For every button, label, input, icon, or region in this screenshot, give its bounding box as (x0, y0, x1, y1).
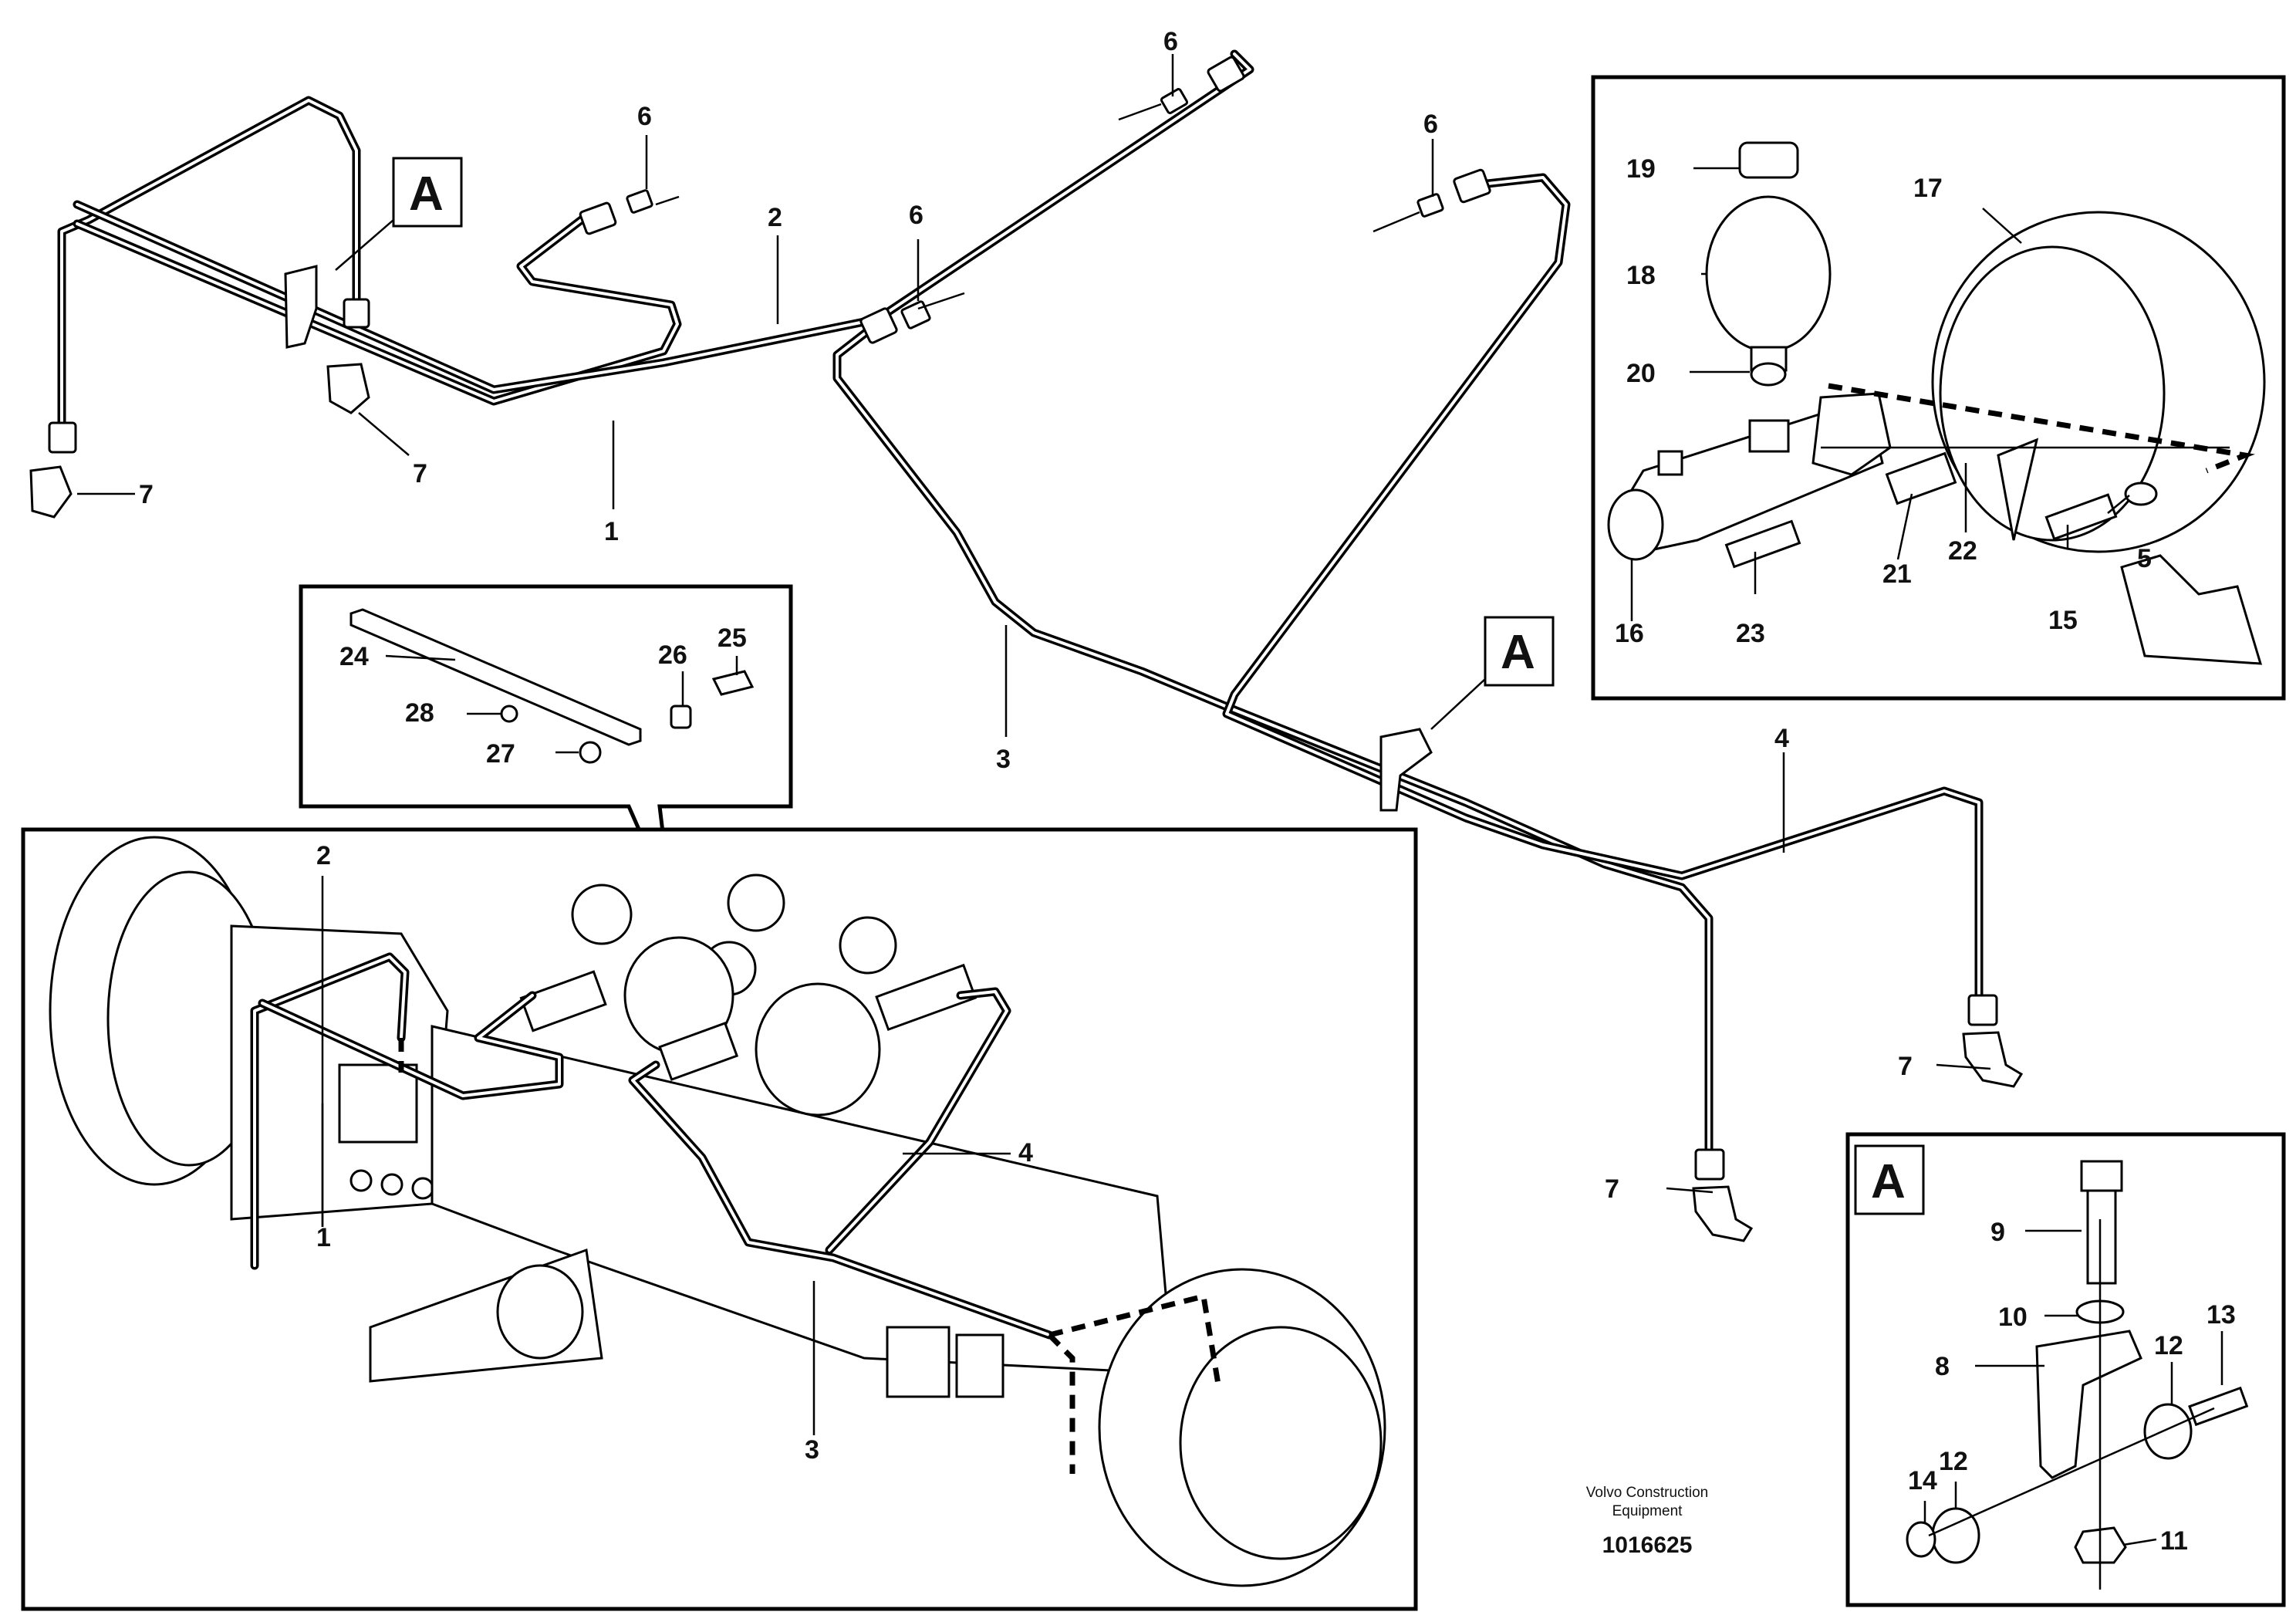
callout-12: 12 (2154, 1331, 2183, 1360)
svg-text:A: A (1501, 626, 1535, 679)
callout-19: 19 (1626, 154, 1656, 184)
brake-pipe-2 (73, 200, 876, 394)
pipe-clip (284, 265, 318, 349)
brake-pipe-3 (832, 323, 1714, 1162)
elbow-union (1692, 1031, 2024, 1242)
pipe-fitting-loose (655, 103, 1420, 310)
callout-13: 13 (2207, 1300, 2236, 1330)
callout-6: 6 (1163, 27, 1178, 56)
brake-pipe-1 (57, 96, 682, 437)
credit-line-1: Volvo Construction (1586, 1485, 1708, 1501)
pipe-fitting (859, 56, 1998, 1181)
document-number: 1016625 (1602, 1532, 1693, 1558)
brake-pipe-upper-right (883, 49, 1984, 1008)
callout-4: 4 (1774, 724, 1789, 753)
svg-text:A: A (409, 167, 444, 221)
pipe-fitting (48, 189, 653, 454)
callout-leaders (77, 54, 2223, 1546)
callout-24: 24 (339, 642, 369, 671)
callout-3: 3 (996, 745, 1011, 774)
callout-2: 2 (768, 203, 782, 232)
svg-text:A: A (1871, 1155, 1906, 1208)
pipe-clip (1379, 728, 1433, 812)
callout-7: 7 (1605, 1174, 1619, 1204)
callout-28: 28 (405, 698, 434, 728)
callout-18: 18 (1626, 261, 1656, 290)
callout-15: 15 (2048, 606, 2078, 635)
callout-21: 21 (1882, 559, 1912, 589)
callout-6: 6 (1423, 110, 1438, 139)
callout-7: 7 (413, 459, 427, 488)
callout-17: 17 (1913, 174, 1943, 203)
detail-box-master-cylinder (1591, 75, 2286, 701)
callout-7: 7 (139, 480, 154, 509)
callout-27: 27 (486, 739, 515, 769)
callout-6: 6 (637, 102, 652, 131)
callout-6: 6 (909, 201, 923, 230)
callout-numbers: 1 2 3 4 6 6 6 6 7 7 7 7 1 2 4 3 24 25 26… (139, 27, 2236, 1556)
callout-3: 3 (805, 1435, 819, 1465)
callout-5: 5 (2137, 544, 2152, 573)
credit-line-2: Equipment (1612, 1503, 1683, 1519)
publisher-credit: Volvo Construction Equipment 1016625 (1586, 1485, 1708, 1558)
callout-4: 4 (1018, 1138, 1033, 1168)
callout-2: 2 (316, 841, 331, 870)
callout-26: 26 (658, 640, 687, 670)
callout-14: 14 (1908, 1466, 1937, 1495)
callout-7: 7 (1898, 1052, 1913, 1081)
callout-23: 23 (1736, 619, 1765, 648)
detail-marker-a: A (335, 157, 463, 271)
callout-8: 8 (1935, 1352, 1950, 1381)
callout-9: 9 (1990, 1218, 2005, 1247)
axle-assembly-view (21, 827, 1418, 1611)
callout-16: 16 (1615, 619, 1644, 648)
callout-12: 12 (1939, 1447, 1968, 1476)
detail-box-clip-a: A (1845, 1132, 2286, 1607)
callout-1: 1 (604, 517, 619, 546)
callout-11: 11 (2160, 1526, 2188, 1556)
elbow-union (29, 363, 370, 519)
callout-10: 10 (1998, 1303, 2028, 1332)
detail-marker-a: A (1430, 616, 1555, 730)
callout-25: 25 (718, 623, 747, 653)
callout-20: 20 (1626, 359, 1656, 388)
callout-1: 1 (316, 1223, 331, 1252)
callout-22: 22 (1948, 536, 1977, 566)
